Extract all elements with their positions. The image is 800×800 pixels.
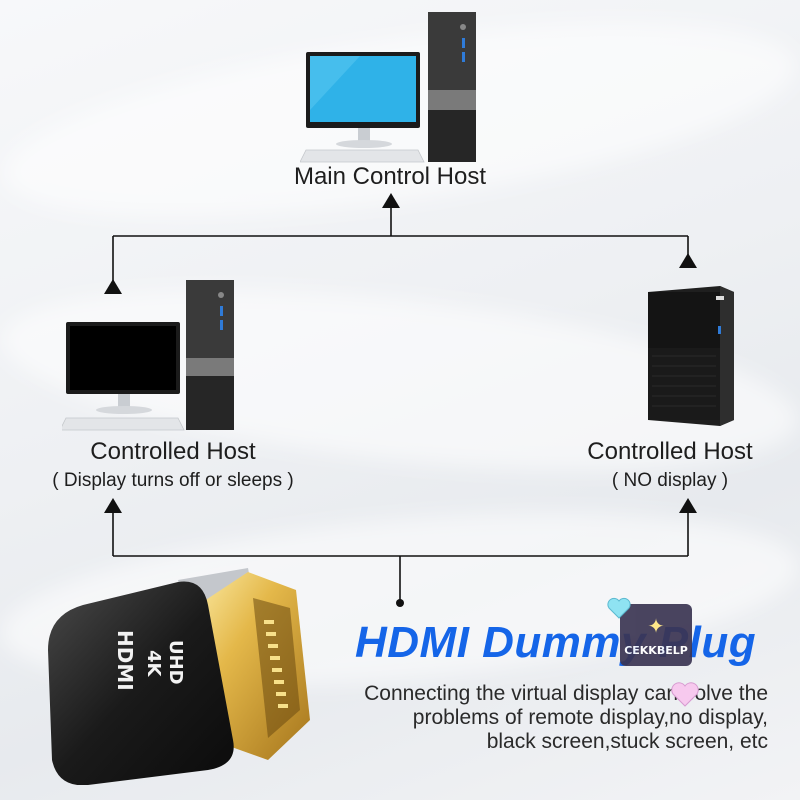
arrow-up-right-bottom	[679, 498, 697, 513]
left-host-label: Controlled Host	[90, 438, 256, 465]
left-host-note: ( Display turns off or sleeps )	[52, 470, 294, 491]
main-host-label: Main Control Host	[293, 163, 487, 190]
heart-icon	[607, 597, 631, 619]
main-host-computer-icon	[300, 12, 476, 163]
left-host-computer-icon	[62, 280, 234, 431]
product-description: Connecting the virtual display can solve…	[328, 682, 768, 754]
hdmi-dummy-plug-image: HDMI 4K UHD	[48, 568, 310, 785]
plug-text-hdmi: HDMI	[113, 630, 137, 691]
description-line: Connecting the virtual display can solve…	[364, 682, 768, 705]
star-icon: ✦	[647, 616, 665, 638]
plug-connection-dot	[396, 599, 404, 607]
arrow-up-main-host	[382, 193, 400, 208]
brand-watermark-badge: ✦ CEKKBELP	[620, 604, 692, 666]
plug-text-uhd: UHD	[165, 640, 186, 685]
arrow-up-left-bottom	[104, 498, 122, 513]
brand-watermark-text: CEKKBELP	[624, 644, 688, 657]
right-host-note: ( NO display )	[611, 470, 729, 491]
product-headline: HDMI Dummy Plug	[355, 618, 757, 667]
description-line: black screen,stuck screen, etc	[486, 730, 768, 753]
right-host-tower-icon	[648, 286, 734, 426]
arrow-up-right-host	[679, 253, 697, 268]
arrow-up-left-host	[104, 279, 122, 294]
right-host-label: Controlled Host	[587, 438, 753, 465]
plug-text-4k: 4K	[143, 650, 164, 678]
description-line: problems of remote display,no display,	[412, 706, 768, 729]
heart-icon	[671, 682, 699, 707]
